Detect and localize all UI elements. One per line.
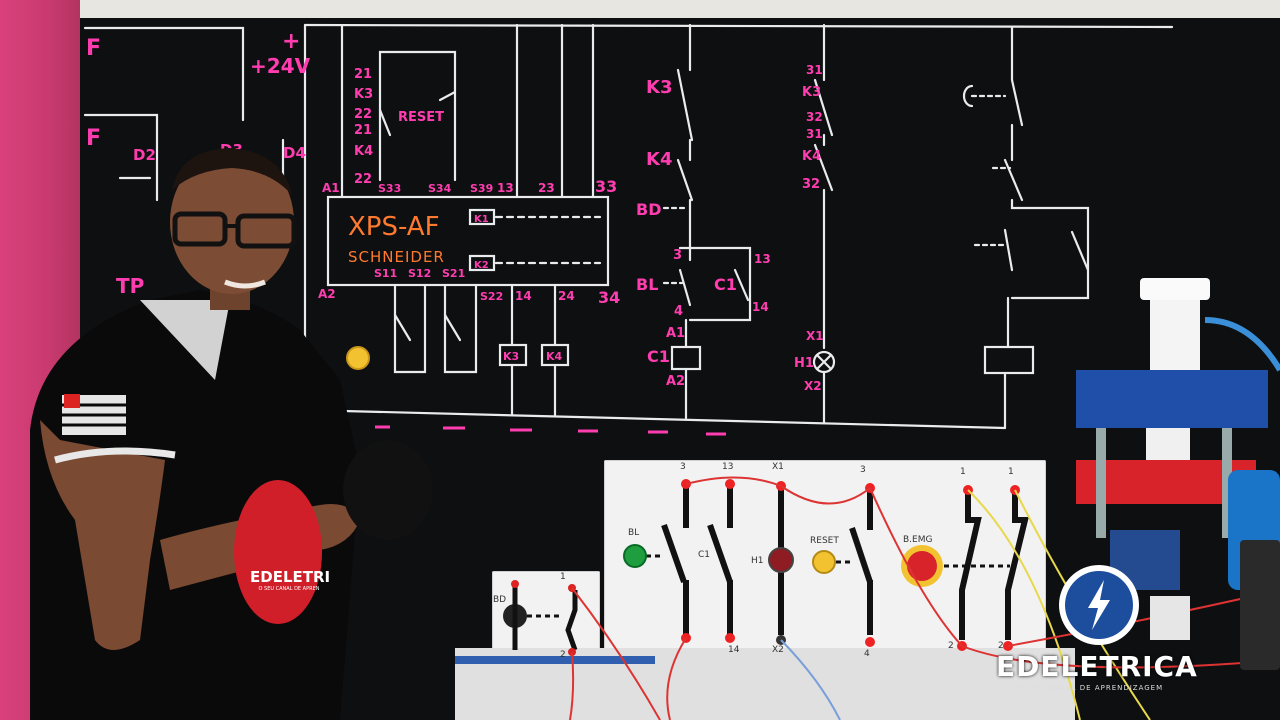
relay-k4: K4: [546, 350, 563, 363]
col2-bd: BD: [636, 200, 661, 219]
terminal-s11: S11: [374, 267, 397, 280]
col3-32b: 32: [802, 177, 820, 192]
col1-21a: 21: [354, 67, 372, 82]
module-brand: SCHNEIDER: [348, 248, 445, 266]
fuse-label-1: F: [86, 36, 101, 61]
small-panel-top: 1: [560, 572, 566, 582]
panel-label-bemg: B.EMG: [903, 535, 933, 545]
col2-c1: C1: [714, 275, 737, 294]
col2-14: 14: [752, 300, 769, 314]
terminal-23: 23: [538, 181, 555, 195]
panel-top-3a: 3: [680, 462, 686, 472]
col3-x1: X1: [806, 329, 824, 343]
fuse-label-2: F: [86, 126, 101, 151]
col2-k3: K3: [646, 77, 672, 98]
col1-22b: 22: [354, 172, 372, 187]
panel-mount-bar: [455, 656, 655, 664]
supply-label: +24V: [250, 54, 311, 78]
diode-label-d4: D4: [283, 144, 306, 162]
panel-label-reset: RESET: [810, 536, 839, 546]
relay-k1: K1: [474, 214, 489, 225]
panel-bottom-2b: 2: [998, 641, 1004, 651]
panel-bottom-4: 4: [864, 649, 870, 659]
panel-top-1b: 1: [1008, 467, 1014, 477]
a2-label: A2: [318, 287, 336, 301]
terminal-34: 34: [598, 288, 620, 307]
small-panel-bottom: 2: [560, 650, 566, 660]
col3-31a: 31: [806, 63, 823, 77]
col3-32a: 32: [806, 110, 823, 124]
relay-k3: K3: [503, 350, 519, 363]
terminal-s33: S33: [378, 182, 401, 195]
col2-k4: K4: [646, 149, 672, 170]
col3-31b: 31: [806, 127, 823, 141]
panel-bottom-2a: 2: [948, 641, 954, 651]
emergency-stop-button[interactable]: [907, 551, 937, 581]
terminal-s21: S21: [442, 267, 465, 280]
col3-k3: K3: [802, 85, 821, 100]
panel-label-h1: H1: [751, 556, 764, 566]
relay-k2: K2: [474, 260, 489, 271]
terminal-s12: S12: [408, 267, 431, 280]
panel-label-bl: BL: [628, 528, 640, 538]
terminal-13: 13: [497, 181, 514, 195]
logo-title: EDELETRICA: [996, 650, 1198, 683]
reset-yellow-button[interactable]: [812, 550, 836, 574]
col2-bl: BL: [636, 275, 658, 294]
panel-top-3b: 3: [860, 465, 866, 475]
reset-label: RESET: [398, 110, 444, 125]
col1-k4: K4: [354, 144, 373, 159]
col1-22a: 22: [354, 107, 372, 122]
col2-13: 13: [754, 252, 771, 266]
tp-label: TP: [116, 274, 144, 298]
terminal-s34: S34: [428, 182, 452, 195]
col2-c1-coil: C1: [647, 347, 670, 366]
bl-green-button[interactable]: [623, 544, 647, 568]
supply-plus: +: [282, 29, 300, 54]
col1-21b: 21: [354, 123, 372, 138]
small-panel-label-bd: BD: [493, 595, 507, 605]
terminal-33: 33: [595, 177, 617, 196]
logo-subtitle: O SEU CANAL DE APRENDIZAGEM: [1018, 684, 1164, 692]
panel-top-1a: 1: [960, 467, 966, 477]
diode-label-d2: D2: [133, 146, 156, 164]
col3-k4: K4: [802, 149, 821, 164]
terminal-s39: S39: [470, 182, 493, 195]
module-name: XPS-AF: [348, 212, 440, 242]
terminal-s22: S22: [480, 290, 503, 303]
panel-bottom-14: 14: [728, 645, 740, 655]
col2-3: 3: [673, 248, 682, 263]
col3-h1: H1: [794, 356, 814, 371]
shirt-print: EDELETRI O SEU CANAL DE APREN: [250, 568, 331, 592]
terminal-24: 24: [558, 289, 575, 303]
col1-k3: K3: [354, 87, 373, 102]
logo-circle: [1062, 568, 1136, 642]
panel-bottom-x2: X2: [772, 645, 784, 655]
panel-top-13: 13: [722, 462, 734, 472]
col2-4: 4: [674, 304, 683, 319]
col2-a2: A2: [666, 374, 685, 389]
panel-label-c1: C1: [698, 550, 711, 560]
h1-lamp: [768, 547, 794, 573]
a1-label: A1: [322, 181, 340, 195]
wall-strip: [80, 0, 1280, 22]
col3-x2: X2: [804, 379, 822, 393]
lightning-icon: [1065, 571, 1133, 639]
panel-top-x1: X1: [772, 462, 784, 472]
terminal-14: 14: [515, 289, 532, 303]
col2-a1: A1: [666, 326, 685, 341]
